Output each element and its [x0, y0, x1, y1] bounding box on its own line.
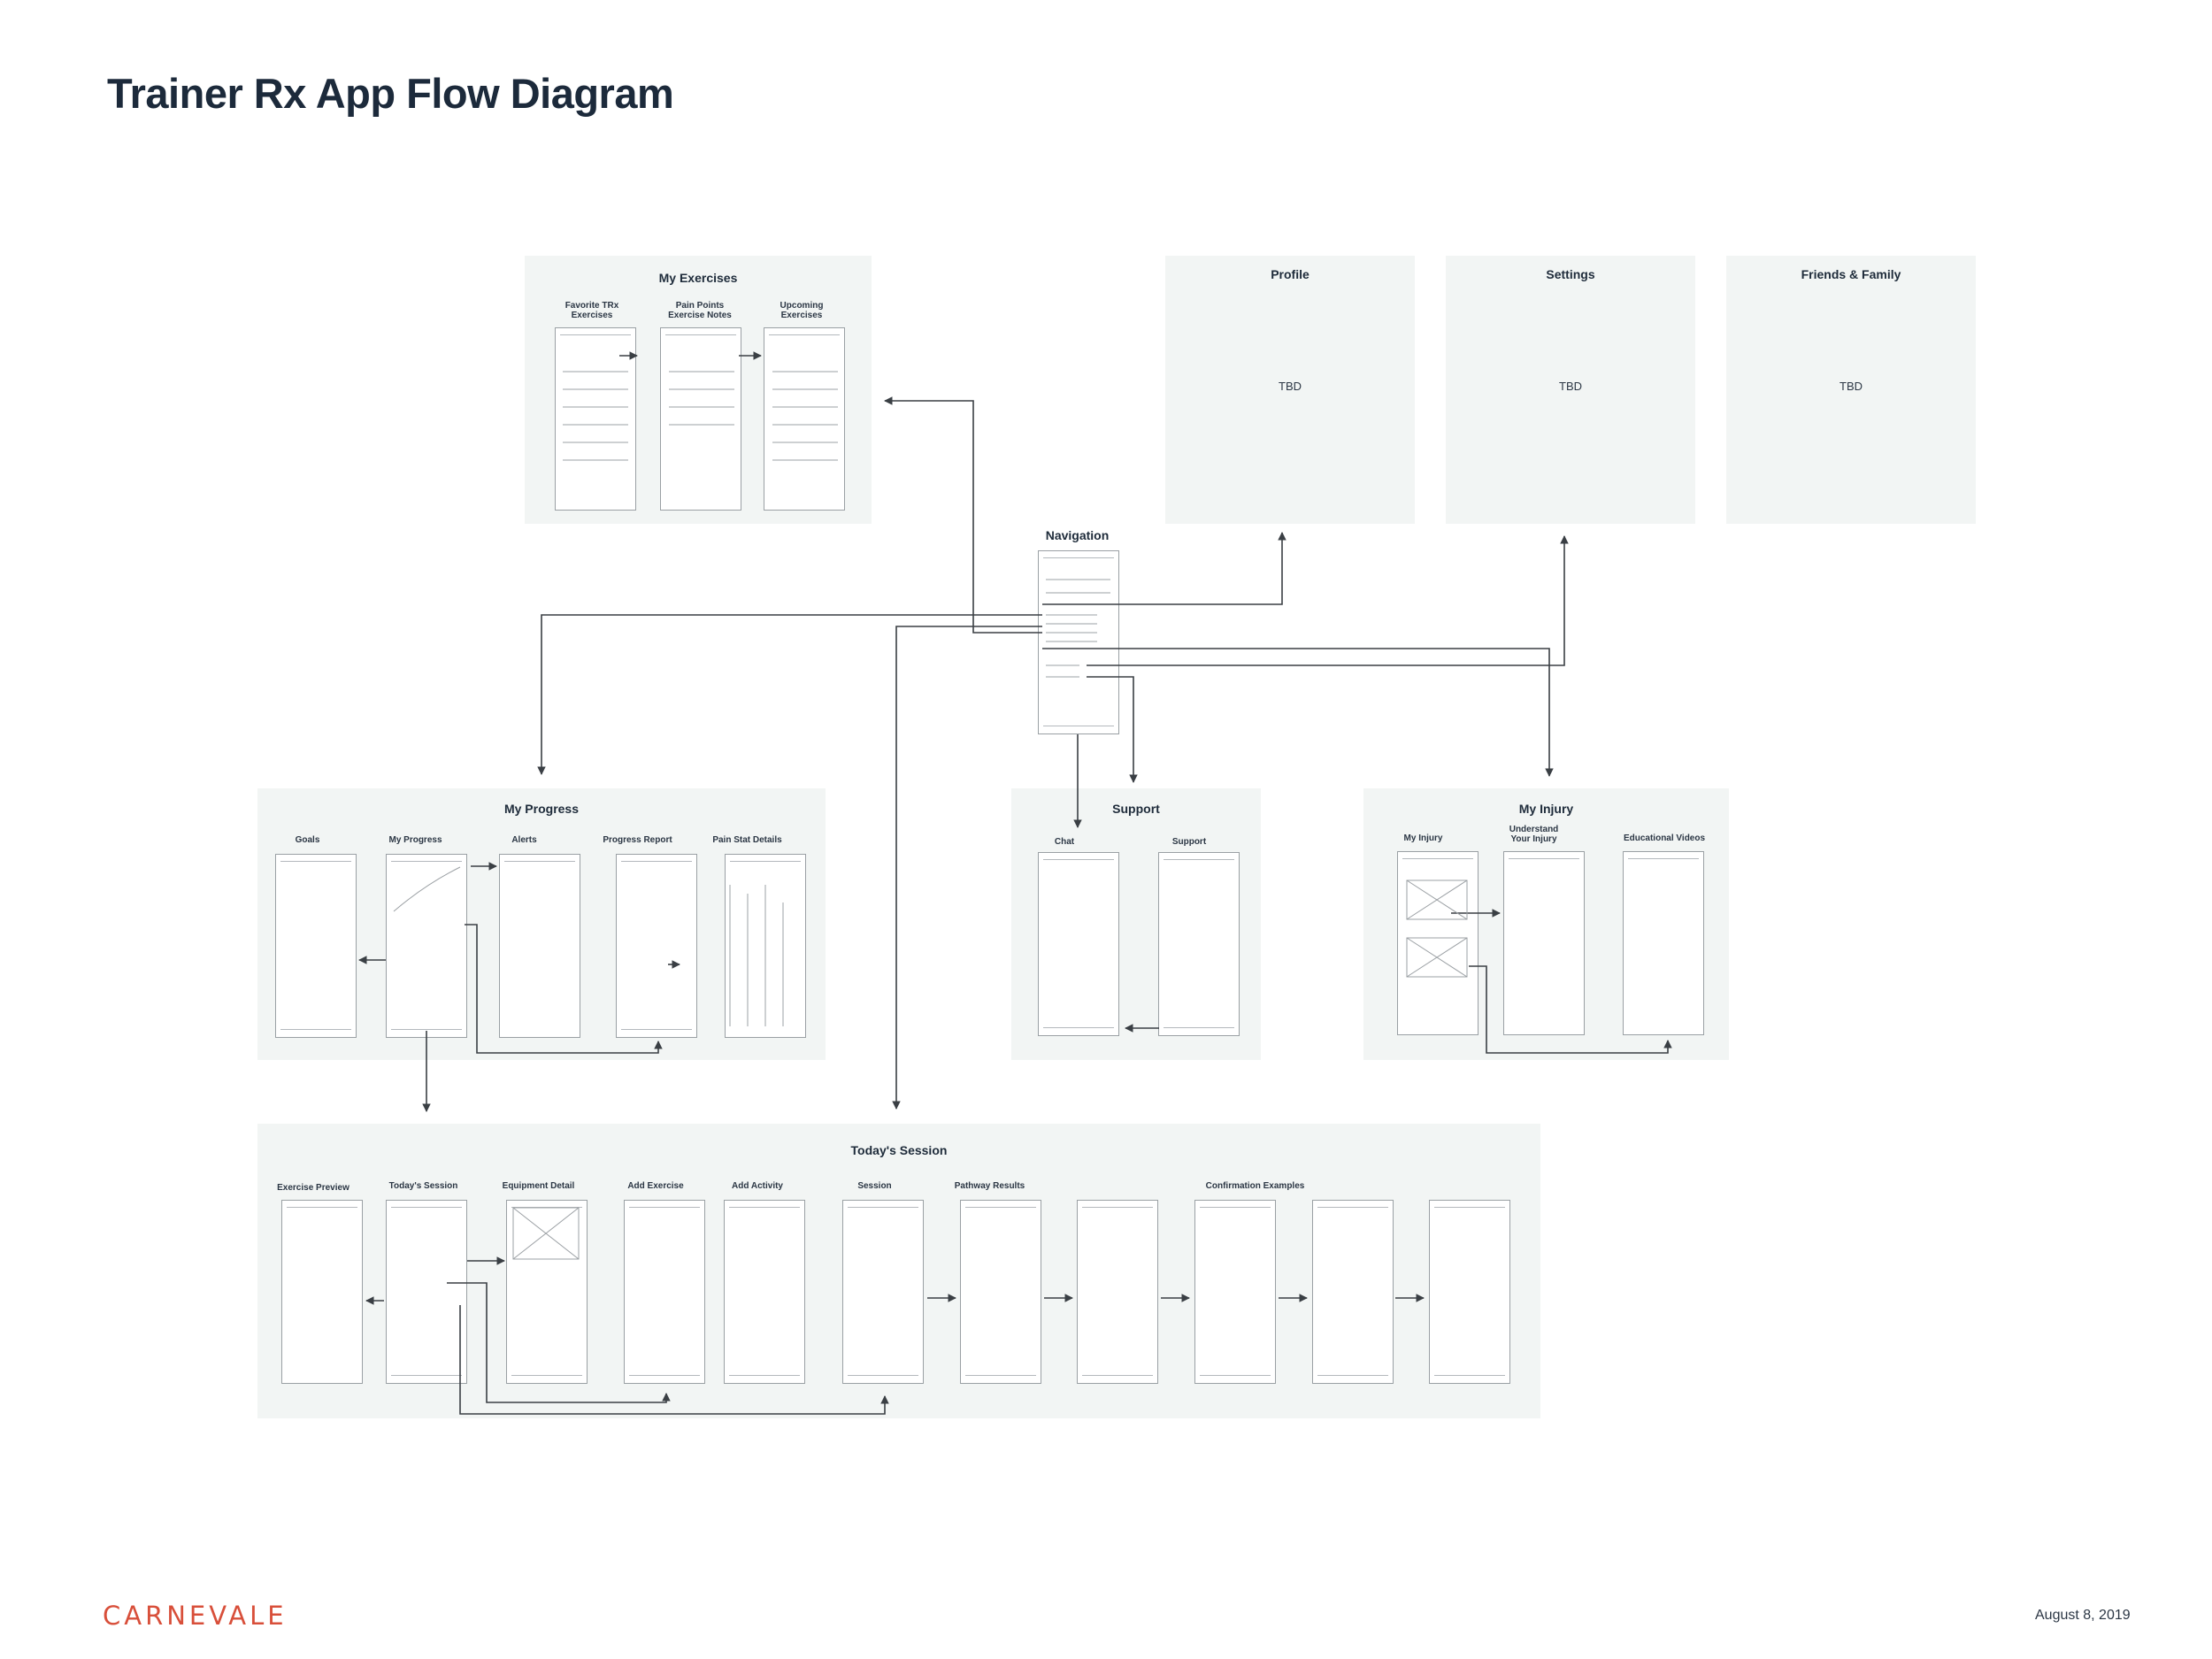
col-add-exercise: Add Exercise [620, 1181, 691, 1191]
sketch-upcoming[interactable] [764, 327, 845, 511]
profile-tbd: TBD [1165, 380, 1415, 393]
col-progress-report: Progress Report [595, 835, 680, 845]
sketch-add-exercise[interactable] [624, 1200, 705, 1384]
col-chat: Chat [1038, 837, 1091, 847]
col-pain-stat-details: Pain Stat Details [705, 835, 789, 845]
navigation-title: Navigation [1026, 528, 1128, 542]
settings-panel: Settings TBD [1446, 256, 1695, 524]
todays-session-title: Today's Session [257, 1143, 1540, 1157]
col-support: Support [1158, 837, 1220, 847]
col-upcoming-exercises: Upcoming Exercises [766, 301, 837, 320]
page-title: Trainer Rx App Flow Diagram [107, 69, 673, 118]
sketch-confirmation-1[interactable] [1077, 1200, 1158, 1384]
col-my-injury: My Injury [1390, 833, 1456, 843]
sketch-confirmation-4[interactable] [1429, 1200, 1510, 1384]
navigation-sketch[interactable] [1038, 550, 1119, 734]
my-progress-panel: My Progress Goals My Progress Alerts Pro… [257, 788, 826, 1060]
col-favorite-exercises: Favorite TRx Exercises [557, 301, 627, 320]
profile-title: Profile [1165, 267, 1415, 281]
friends-family-title: Friends & Family [1726, 267, 1976, 281]
friends-family-panel: Friends & Family TBD [1726, 256, 1976, 524]
col-understand-injury: Understand Your Injury [1501, 825, 1567, 844]
sketch-understand-injury[interactable] [1503, 851, 1585, 1035]
sketch-add-activity[interactable] [724, 1200, 805, 1384]
sketch-chat[interactable] [1038, 852, 1119, 1036]
col-session: Session [846, 1181, 903, 1191]
sketch-progress-report[interactable] [616, 854, 697, 1038]
sketch-pain-points[interactable] [660, 327, 741, 511]
sketch-my-progress[interactable] [386, 854, 467, 1038]
sketch-todays-session[interactable] [386, 1200, 467, 1384]
friends-family-tbd: TBD [1726, 380, 1976, 393]
carnevale-logo: CARNEVALE [103, 1601, 288, 1631]
col-alerts: Alerts [487, 835, 562, 845]
support-panel: Support Chat Support [1011, 788, 1261, 1060]
col-todays-session: Today's Session [386, 1181, 461, 1191]
col-confirmation-examples: Confirmation Examples [1195, 1181, 1315, 1191]
profile-panel: Profile TBD [1165, 256, 1415, 524]
sketch-confirmation-2[interactable] [1194, 1200, 1276, 1384]
col-my-progress: My Progress [378, 835, 453, 845]
my-injury-panel: My Injury My Injury Understand Your Inju… [1363, 788, 1729, 1060]
sketch-educational-videos[interactable] [1623, 851, 1704, 1035]
document-date: August 8, 2019 [2035, 1608, 2131, 1624]
settings-tbd: TBD [1446, 380, 1695, 393]
sketch-exercise-preview[interactable] [281, 1200, 363, 1384]
col-pathway-results: Pathway Results [948, 1181, 1032, 1191]
sketch-pathway-results[interactable] [960, 1200, 1041, 1384]
my-progress-title: My Progress [257, 802, 826, 816]
sketch-session[interactable] [842, 1200, 924, 1384]
sketch-favorite[interactable] [555, 327, 636, 511]
col-educational-videos: Educational Videos [1616, 833, 1713, 843]
sketch-confirmation-3[interactable] [1312, 1200, 1394, 1384]
my-exercises-panel: My Exercises Favorite TRx Exercises Pain… [525, 256, 872, 524]
col-add-activity: Add Activity [722, 1181, 793, 1191]
todays-session-panel: Today's Session Exercise Preview Today's… [257, 1124, 1540, 1418]
sketch-pain-stat[interactable] [725, 854, 806, 1038]
support-title: Support [1011, 802, 1261, 816]
sketch-equipment-detail[interactable] [506, 1200, 588, 1384]
col-pain-points: Pain Points Exercise Notes [660, 301, 740, 320]
sketch-my-injury[interactable] [1397, 851, 1479, 1035]
my-injury-title: My Injury [1363, 802, 1729, 816]
col-equipment-detail: Equipment Detail [496, 1181, 580, 1191]
col-goals: Goals [270, 835, 345, 845]
settings-title: Settings [1446, 267, 1695, 281]
my-exercises-title: My Exercises [525, 271, 872, 285]
sketch-goals[interactable] [275, 854, 357, 1038]
sketch-support[interactable] [1158, 852, 1240, 1036]
col-exercise-preview: Exercise Preview [273, 1183, 353, 1193]
sketch-alerts[interactable] [499, 854, 580, 1038]
